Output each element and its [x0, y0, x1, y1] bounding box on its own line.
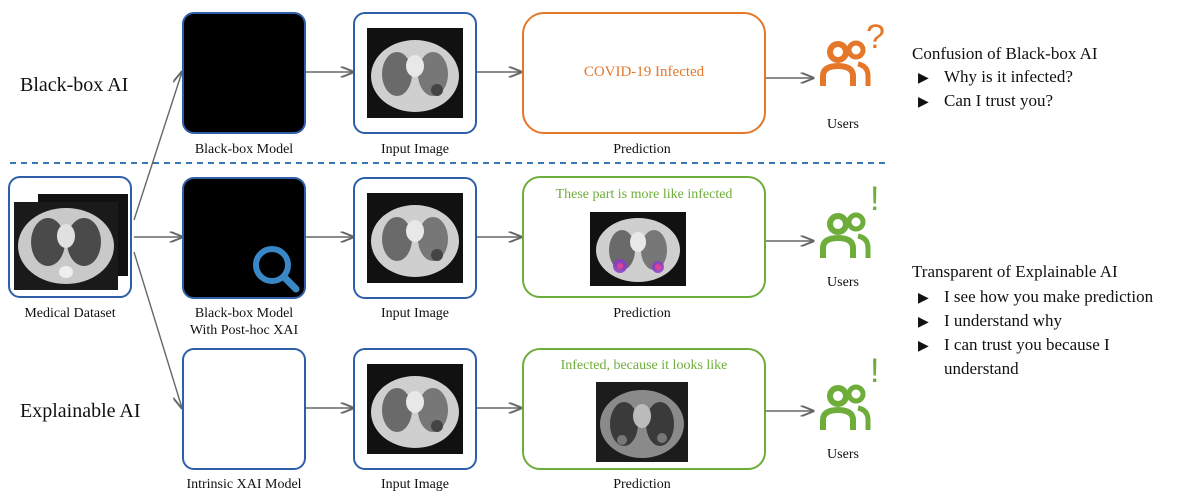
blackbox-model-label: Black-box Model — [194, 142, 294, 157]
users-label-2: Users — [827, 275, 859, 290]
arrow-dataset-to-intrinsic — [133, 251, 182, 408]
prediction-box-intrinsic — [522, 348, 766, 470]
posthoc-model-label-1: Black-box Model — [194, 306, 294, 321]
posthoc-model-label-2: With Post-hoc XAI — [189, 323, 299, 338]
confusion-title: Confusion of Black-box AI — [912, 44, 1098, 63]
users-icon-green — [820, 384, 871, 430]
intrinsic-model-label: Intrinsic XAI Model — [186, 477, 302, 492]
exclamation-icon: ! — [870, 352, 880, 390]
input-image-box-3 — [353, 348, 477, 470]
prediction-box-posthoc — [522, 176, 766, 298]
confusion-item: ▶Can I trust you? — [918, 90, 1053, 114]
users-icon-green — [820, 212, 871, 258]
exclamation-icon: ! — [870, 180, 880, 218]
question-mark-icon: ? — [866, 18, 885, 56]
dataset-label: Medical Dataset — [24, 306, 116, 321]
dataset-box — [8, 176, 132, 298]
intrinsic-model-box — [182, 348, 306, 470]
bullet-arrow-icon: ▶ — [918, 339, 929, 354]
users-icon-orange — [820, 40, 871, 86]
transparent-item-continued: understand — [944, 359, 1019, 378]
transparent-item: ▶I see how you make prediction — [918, 286, 1153, 310]
posthoc-model-box — [182, 177, 306, 299]
bullet-arrow-icon: ▶ — [918, 291, 929, 306]
prediction-label-3: Prediction — [613, 477, 671, 492]
confusion-item: ▶Why is it infected? — [918, 66, 1073, 90]
transparent-item: ▶I can trust you because I — [918, 334, 1110, 358]
input-image-label-2: Input Image — [380, 306, 450, 321]
blackbox-model-box — [182, 12, 306, 134]
bullet-arrow-icon: ▶ — [918, 71, 929, 86]
prediction-label-1: Prediction — [613, 142, 671, 157]
row-label-explainable: Explainable AI — [20, 400, 141, 422]
example-ct-image — [596, 382, 688, 462]
users-label-3: Users — [827, 447, 859, 462]
users-label-1: Users — [827, 117, 859, 132]
input-image-label-1: Input Image — [380, 142, 450, 157]
transparent-item: ▶I understand why — [918, 310, 1062, 334]
ct-scan-stack-image — [14, 194, 128, 290]
prediction-box-blackbox — [522, 12, 766, 134]
prediction-label-2: Prediction — [613, 306, 671, 321]
input-image-box-2 — [353, 177, 477, 299]
transparent-title: Transparent of Explainable AI — [912, 262, 1118, 281]
bullet-arrow-icon: ▶ — [918, 315, 929, 330]
heatmap-ct-image — [590, 212, 686, 286]
bullet-arrow-icon: ▶ — [918, 95, 929, 110]
prediction-text-intrinsic: Infected, because it looks like — [560, 358, 728, 373]
ct-scan-image — [367, 364, 463, 454]
ct-scan-image — [367, 28, 463, 118]
prediction-text-posthoc: These part is more like infected — [555, 187, 733, 202]
input-image-box-1 — [353, 12, 477, 134]
input-image-label-3: Input Image — [380, 477, 450, 492]
magnifier-icon — [253, 246, 300, 293]
arrow-dataset-to-blackbox — [133, 72, 182, 221]
prediction-text-blackbox: COVID-19 Infected — [583, 64, 705, 80]
row-label-blackbox: Black-box AI — [20, 74, 129, 96]
ct-scan-image — [367, 193, 463, 283]
